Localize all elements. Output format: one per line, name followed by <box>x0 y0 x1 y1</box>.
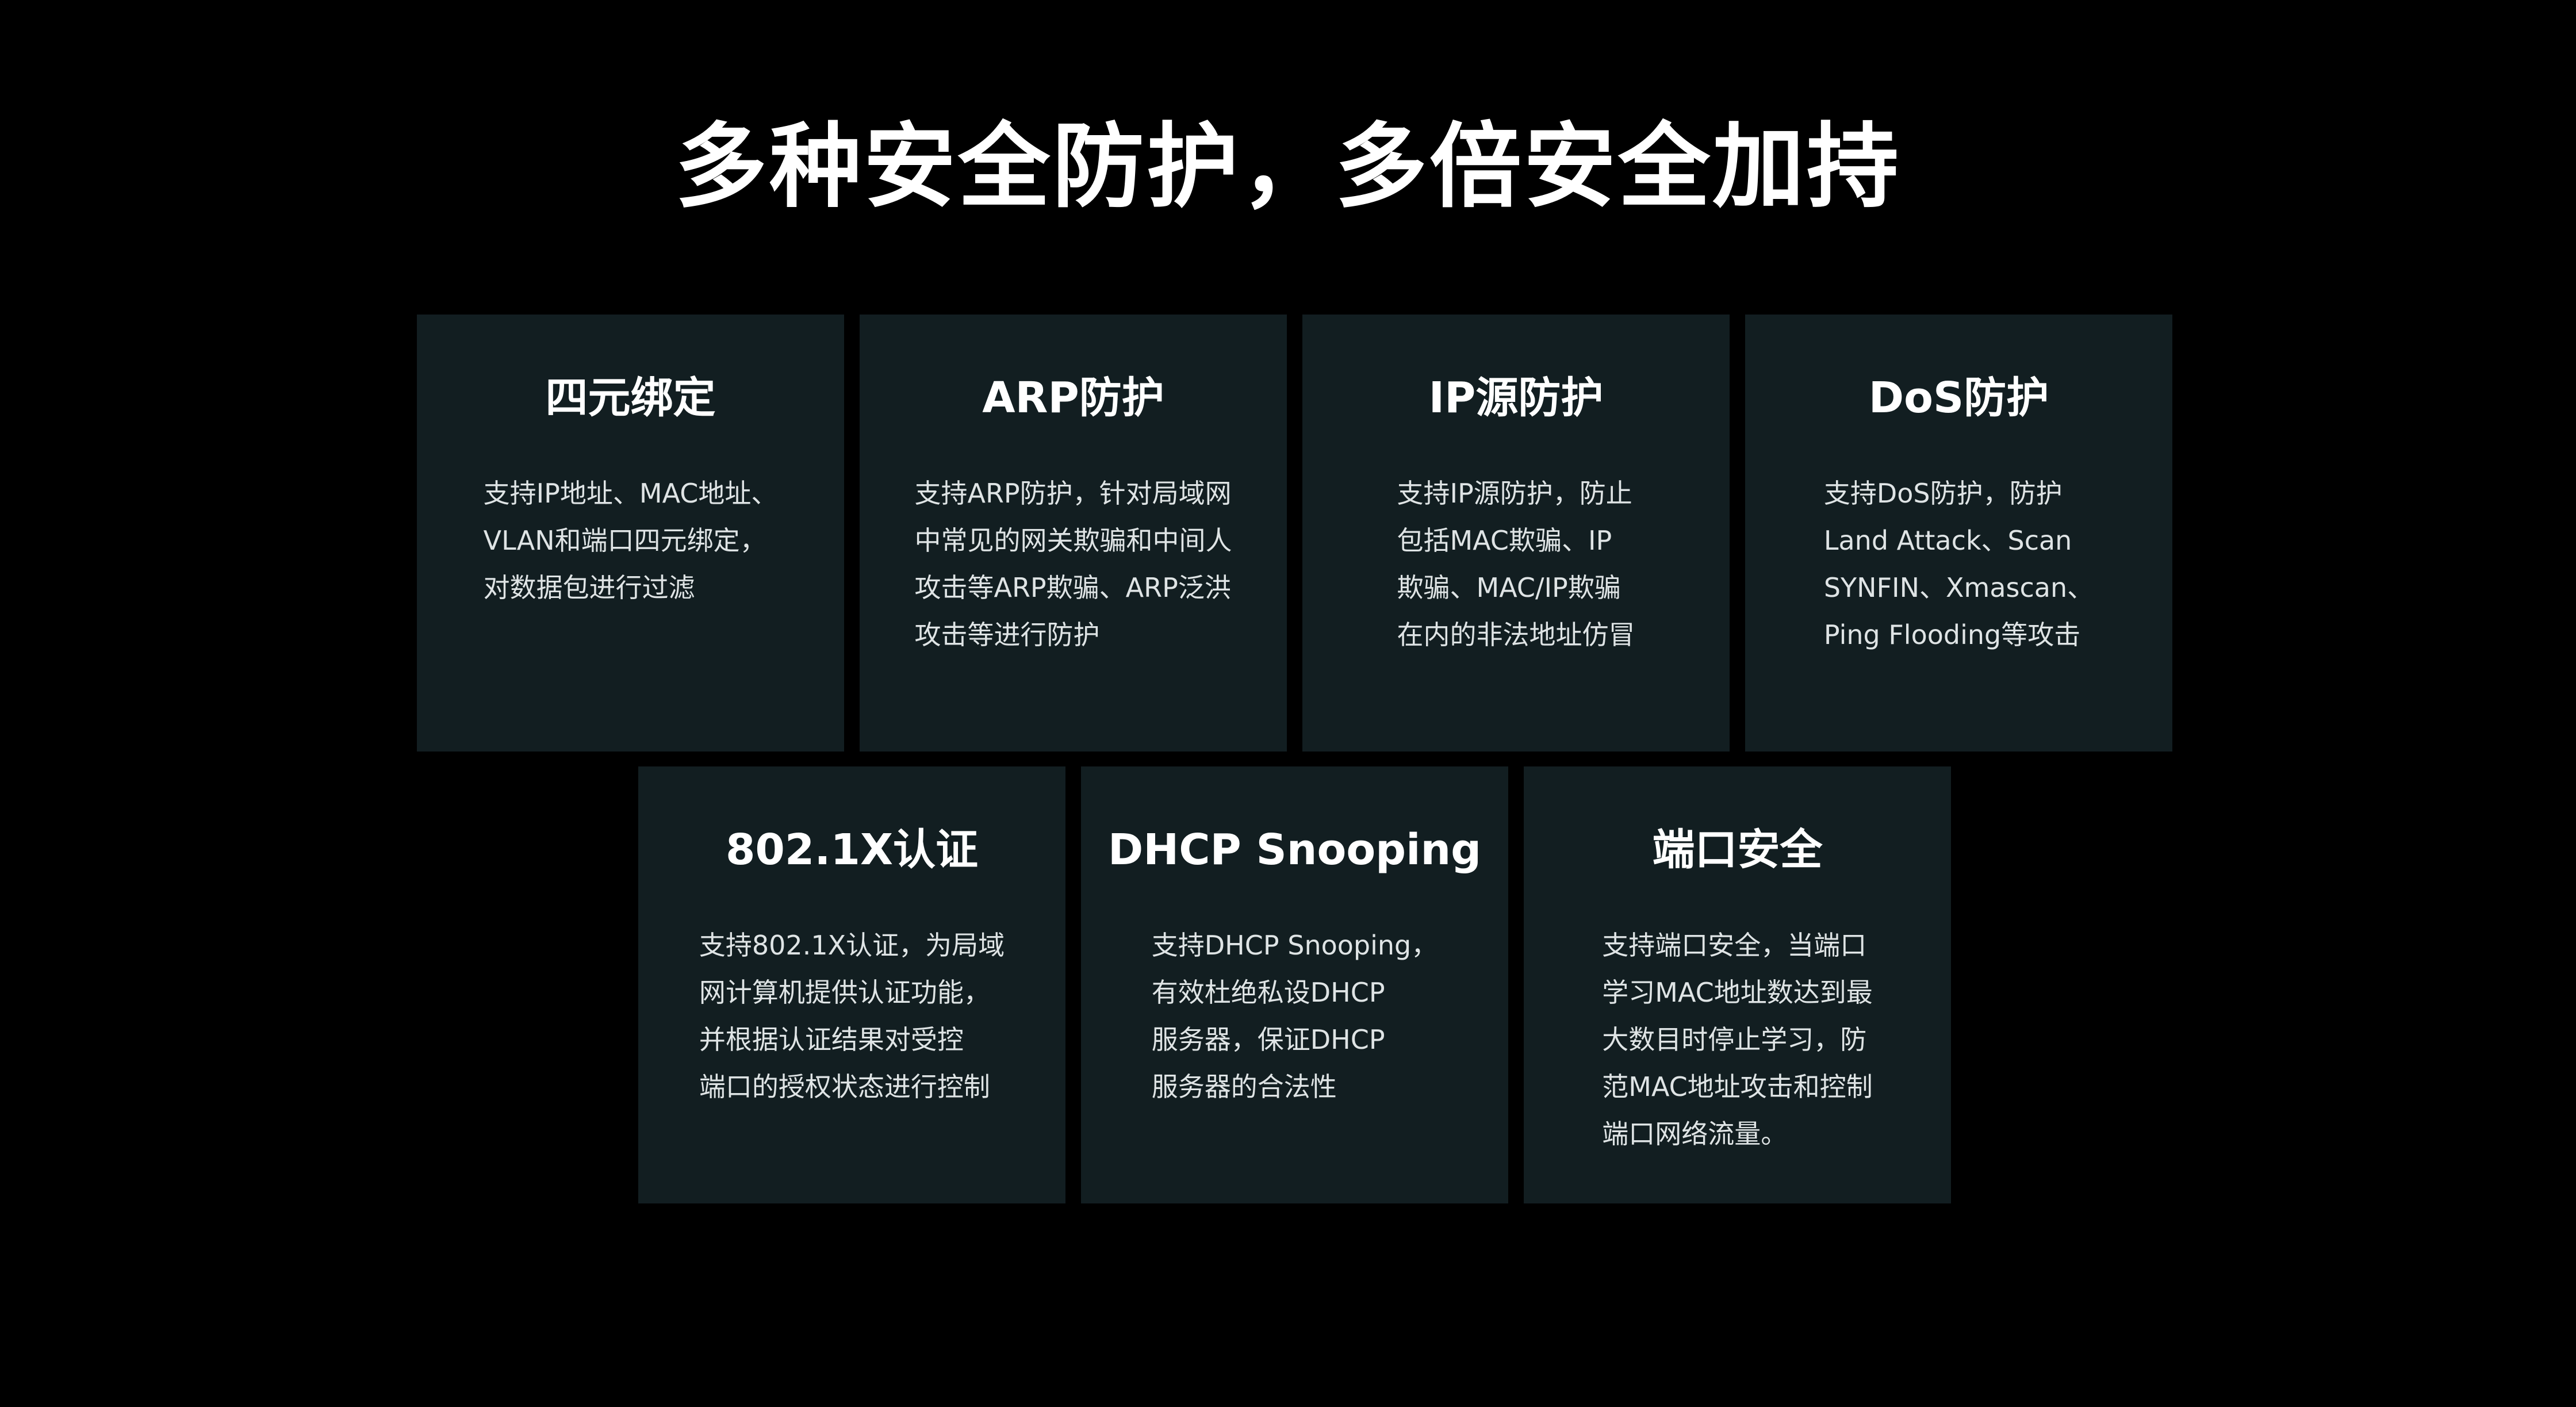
card-description: 支持IP地址、MAC地址、 VLAN和端口四元绑定， 对数据包进行过滤 <box>417 470 844 611</box>
card-description-line: 支持IP源防护，防止 <box>1397 478 1632 509</box>
card-description-line: Ping Flooding等攻击 <box>1823 619 2081 650</box>
card-description-line: 在内的非法地址仿冒 <box>1397 619 1635 650</box>
card-description-line: SYNFIN、Xmascan、 <box>1823 572 2094 603</box>
card-description-line: 网计算机提供认证功能， <box>699 977 990 1008</box>
page-title: 多种安全防护，多倍安全加持 <box>674 113 1901 220</box>
card-description: 支持ARP防护，针对局域网 中常见的网关欺骗和中间人 攻击等ARP欺骗、ARP泛… <box>860 470 1287 658</box>
card-description-line: 欺骗、MAC/IP欺骗 <box>1397 572 1621 603</box>
card-description-line: 支持IP地址、MAC地址、 <box>483 478 778 509</box>
feature-card-port-security: 端口安全 支持端口安全，当端口 学习MAC地址数达到最 大数目时停止学习，防 范… <box>1524 766 1951 1203</box>
card-description-line: 服务器，保证DHCP <box>1151 1024 1385 1055</box>
feature-card-arp-protection: ARP防护 支持ARP防护，针对局域网 中常见的网关欺骗和中间人 攻击等ARP欺… <box>860 315 1287 752</box>
card-description-line: 学习MAC地址数达到最 <box>1602 977 1873 1008</box>
feature-card-quad-binding: 四元绑定 支持IP地址、MAC地址、 VLAN和端口四元绑定， 对数据包进行过滤 <box>417 315 844 752</box>
feature-card-8021x-auth: 802.1X认证 支持802.1X认证，为局域 网计算机提供认证功能， 并根据认… <box>638 766 1065 1203</box>
card-description-line: 端口网络流量。 <box>1602 1118 1788 1149</box>
card-title: DoS防护 <box>1868 373 2049 423</box>
card-description-line: 并根据认证结果对受控 <box>699 1024 964 1055</box>
card-description-line: Land Attack、Scan <box>1823 525 2072 556</box>
card-description-line: 支持DHCP Snooping， <box>1151 930 1438 961</box>
feature-card-ip-source-guard: IP源防护 支持IP源防护，防止 包括MAC欺骗、IP 欺骗、MAC/IP欺骗 … <box>1302 315 1730 752</box>
card-description: 支持端口安全，当端口 学习MAC地址数达到最 大数目时停止学习，防 范MAC地址… <box>1524 922 1951 1157</box>
card-description: 支持802.1X认证，为局域 网计算机提供认证功能， 并根据认证结果对受控 端口… <box>638 922 1065 1110</box>
card-title: 四元绑定 <box>545 373 716 423</box>
card-title: IP源防护 <box>1428 373 1604 423</box>
card-description-line: 攻击等ARP欺骗、ARP泛洪 <box>914 572 1231 603</box>
card-description: 支持IP源防护，防止 包括MAC欺骗、IP 欺骗、MAC/IP欺骗 在内的非法地… <box>1302 470 1730 658</box>
card-description-line: 大数目时停止学习，防 <box>1602 1024 1867 1055</box>
card-title: DHCP Snooping <box>1107 825 1482 875</box>
card-description: 支持DoS防护，防护 Land Attack、Scan SYNFIN、Xmasc… <box>1745 470 2172 658</box>
card-description-line: 支持802.1X认证，为局域 <box>699 930 1005 961</box>
card-description-line: 范MAC地址攻击和控制 <box>1602 1071 1873 1102</box>
card-description-line: VLAN和端口四元绑定， <box>483 525 766 556</box>
card-description-line: 端口的授权状态进行控制 <box>699 1071 990 1102</box>
card-title: 端口安全 <box>1652 825 1823 875</box>
card-description: 支持DHCP Snooping， 有效杜绝私设DHCP 服务器，保证DHCP 服… <box>1081 922 1508 1110</box>
card-description-line: 支持ARP防护，针对局域网 <box>914 478 1232 509</box>
feature-card-dos-protection: DoS防护 支持DoS防护，防护 Land Attack、Scan SYNFIN… <box>1745 315 2172 752</box>
card-title: 802.1X认证 <box>725 825 979 875</box>
card-description-line: 支持DoS防护，防护 <box>1823 478 2063 509</box>
card-description-line: 中常见的网关欺骗和中间人 <box>914 525 1232 556</box>
card-description-line: 支持端口安全，当端口 <box>1602 930 1867 961</box>
card-description-line: 对数据包进行过滤 <box>483 572 695 603</box>
card-title: ARP防护 <box>982 373 1164 423</box>
card-description-line: 服务器的合法性 <box>1151 1071 1337 1102</box>
card-description-line: 攻击等进行防护 <box>914 619 1100 650</box>
card-description-line: 包括MAC欺骗、IP <box>1397 525 1612 556</box>
feature-card-dhcp-snooping: DHCP Snooping 支持DHCP Snooping， 有效杜绝私设DHC… <box>1081 766 1508 1203</box>
card-description-line: 有效杜绝私设DHCP <box>1151 977 1385 1008</box>
